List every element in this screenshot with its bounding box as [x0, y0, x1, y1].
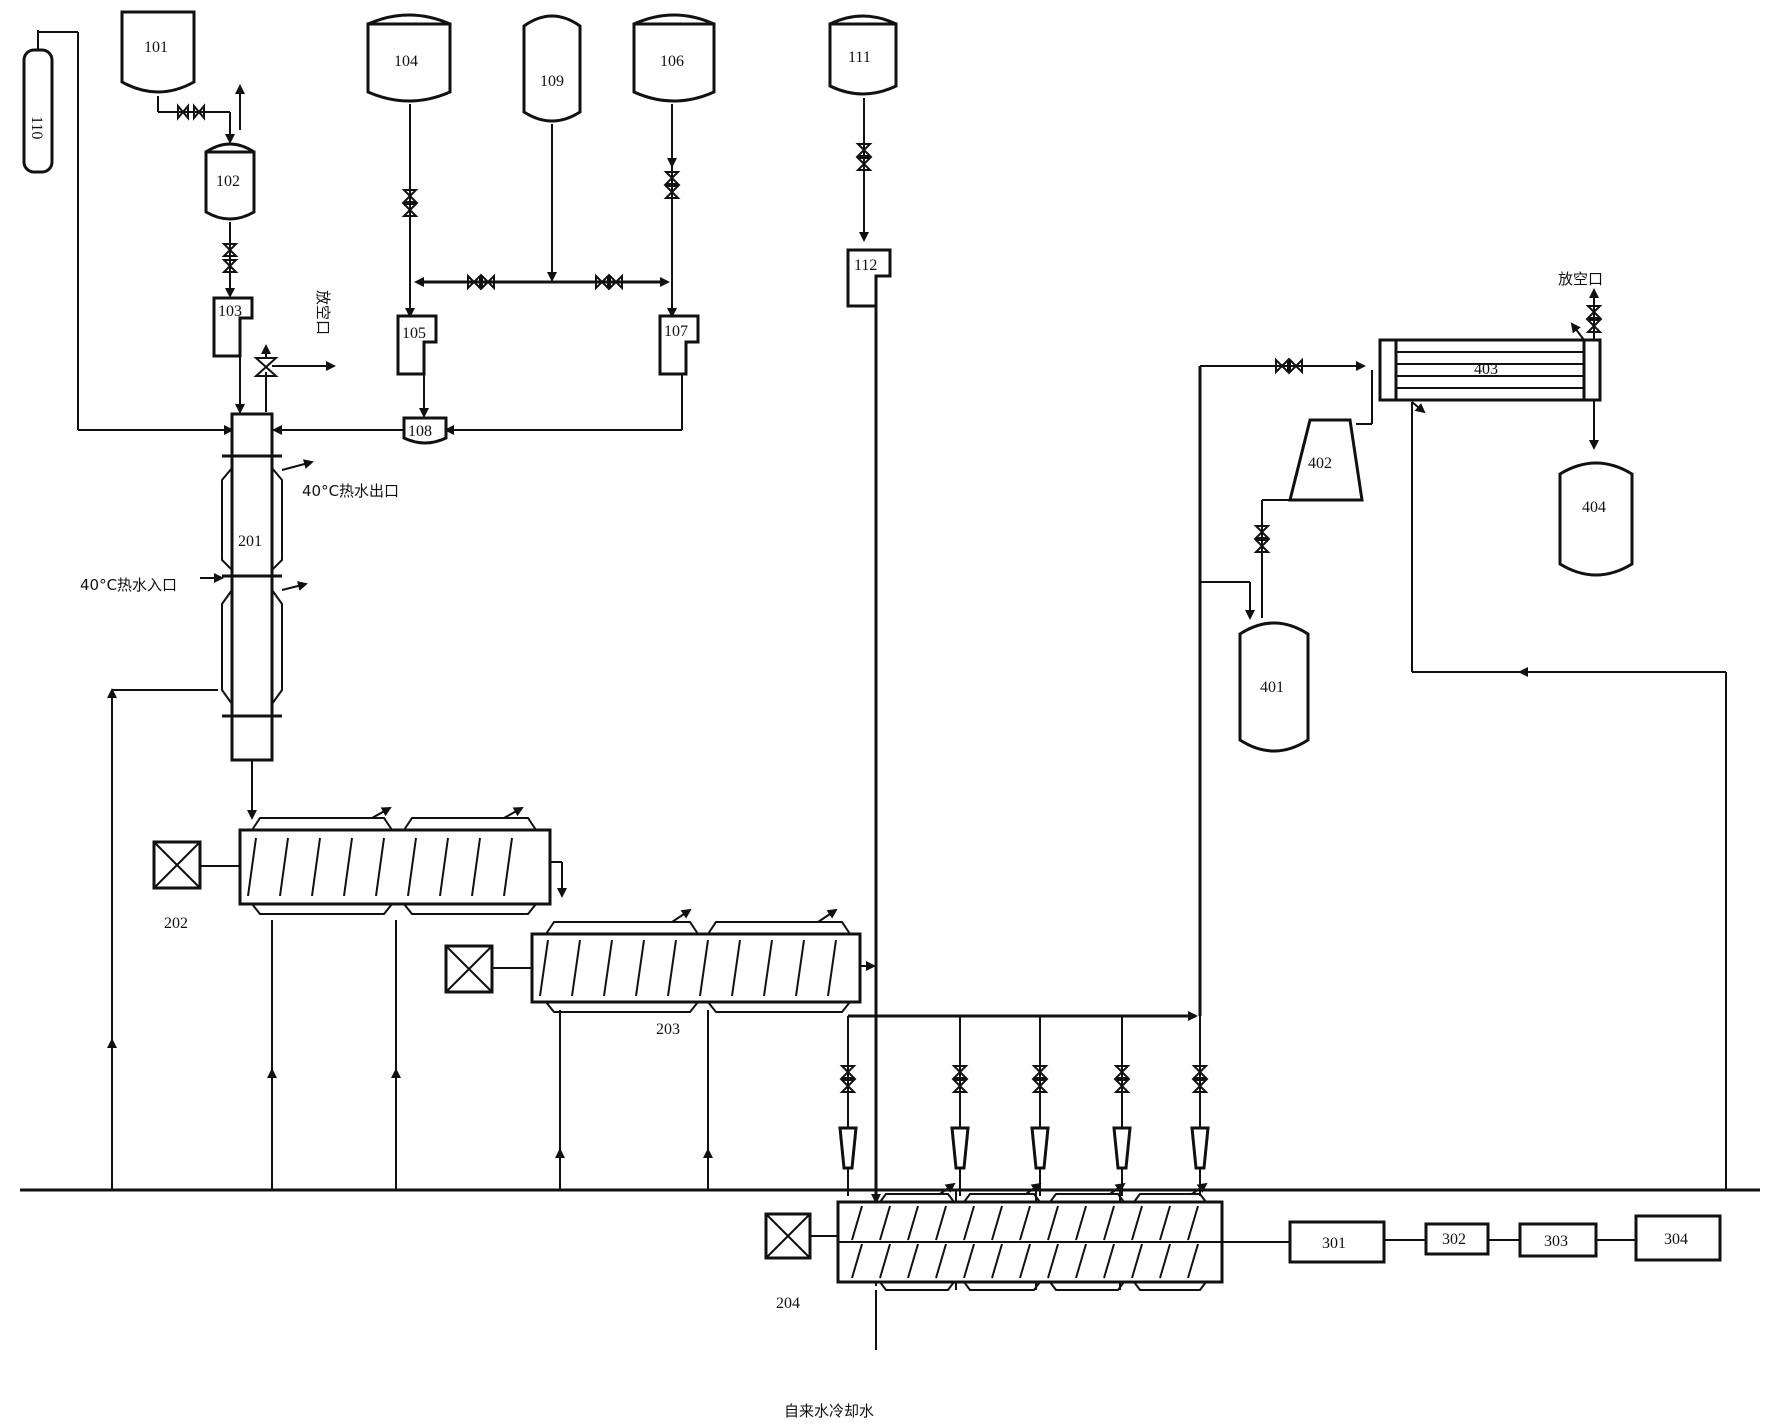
label-204: 204 [776, 1295, 800, 1312]
label-304: 304 [1664, 1231, 1688, 1248]
vapor-riser [1198, 357, 1366, 1016]
label-102: 102 [216, 173, 240, 190]
label-111: 111 [848, 49, 871, 66]
hot-water-inlet-label: 40°C热水入口 [80, 576, 177, 594]
vent-valve-left [253, 344, 336, 412]
label-103: 103 [218, 303, 242, 320]
unit-108: 108 [272, 416, 448, 445]
unit-201: 201 [200, 412, 314, 820]
label-302: 302 [1442, 1231, 1466, 1248]
unit-111: 111 [828, 14, 898, 242]
unit-401: 401 [1238, 499, 1310, 753]
cooling-water-label: 自来水冷却水 [784, 1402, 874, 1420]
label-107: 107 [664, 323, 688, 340]
unit-202: 202 [152, 807, 567, 932]
label-108: 108 [408, 423, 432, 440]
label-401: 401 [1260, 679, 1284, 696]
unit-105: 105 [396, 314, 438, 418]
unit-107: 107 [444, 314, 700, 435]
unit-110: 110 [22, 30, 234, 435]
label-303: 303 [1544, 1233, 1568, 1250]
vent-label-right: 放空口 [1558, 270, 1603, 288]
label-110: 110 [28, 116, 45, 139]
label-109: 109 [540, 73, 564, 90]
unit-112: 112 [846, 248, 892, 1204]
label-402: 402 [1308, 455, 1332, 472]
distribution-header [414, 273, 670, 291]
label-301: 301 [1322, 1235, 1346, 1252]
unit-301: 301 [1288, 1220, 1426, 1264]
unit-106: 106 [632, 13, 716, 318]
unit-109: 109 [522, 14, 582, 282]
unit-404: 404 [1558, 461, 1634, 577]
unit-403: 403 [1378, 288, 1603, 450]
label-106: 106 [660, 53, 684, 70]
vapor-manifold [838, 1011, 1210, 1196]
unit-102: 102 [204, 142, 256, 298]
label-403: 403 [1474, 361, 1498, 378]
hot-water-outlet-label: 40°C热水出口 [302, 482, 399, 500]
unit-104: 104 [366, 13, 452, 318]
label-105: 105 [402, 325, 426, 342]
unit-103: 103 [212, 296, 254, 414]
unit-101: 101 [120, 10, 245, 144]
label-201: 201 [238, 533, 262, 550]
label-404: 404 [1582, 499, 1606, 516]
label-203: 203 [656, 1021, 680, 1038]
unit-204: 204 [764, 1182, 1290, 1312]
label-112: 112 [854, 257, 877, 274]
unit-402: 402 [1288, 370, 1373, 502]
unit-203: 203 [444, 908, 876, 1038]
label-104: 104 [394, 53, 418, 70]
label-202: 202 [164, 915, 188, 932]
unit-303: 303 [1518, 1222, 1636, 1258]
unit-302: 302 [1424, 1222, 1520, 1256]
label-101: 101 [144, 39, 168, 56]
vent-label-left: 放空口 [314, 290, 332, 335]
unit-304: 304 [1634, 1214, 1722, 1262]
